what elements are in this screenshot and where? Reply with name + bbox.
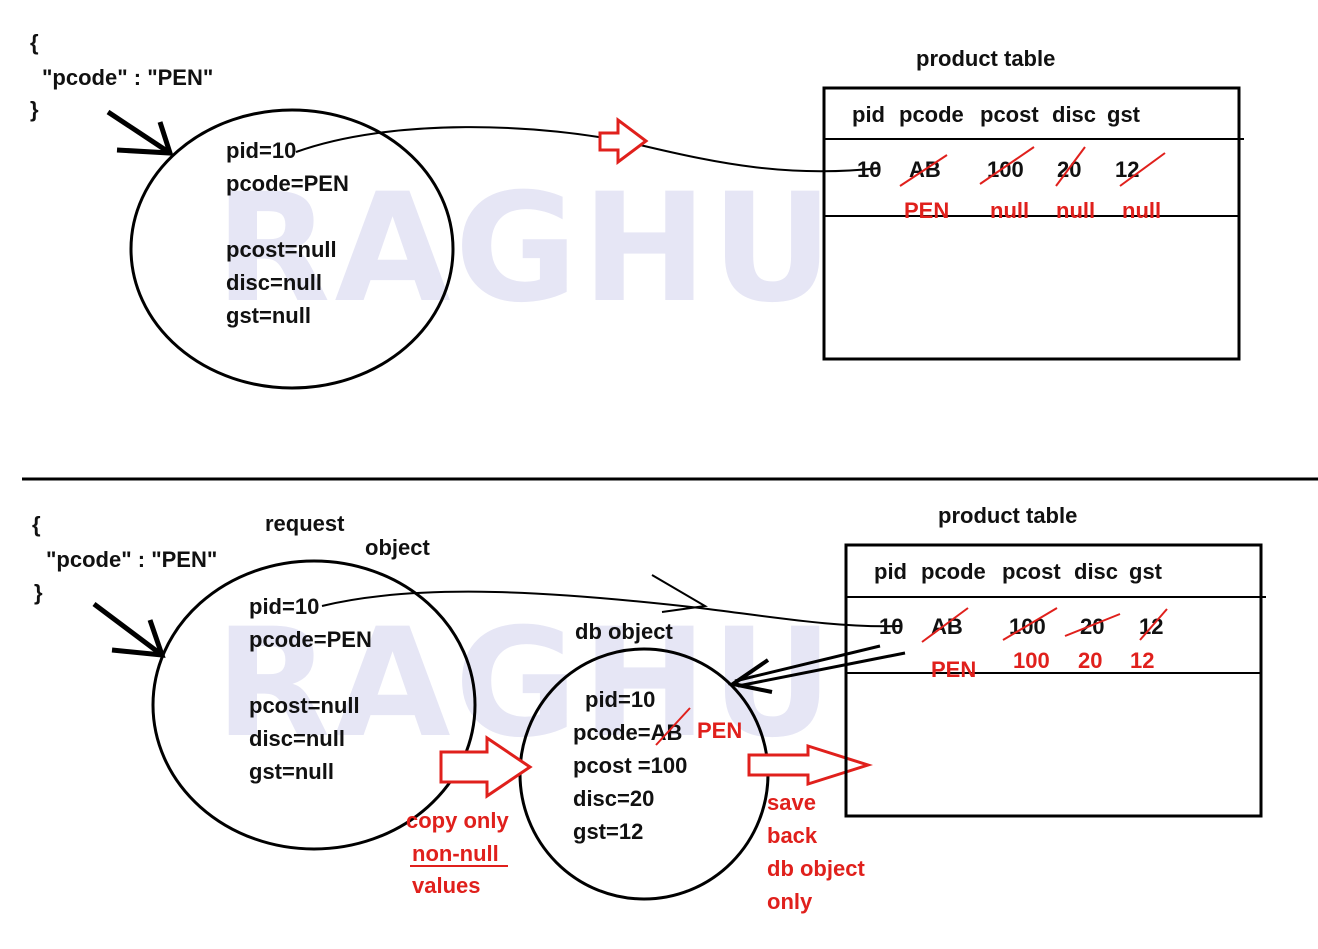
- bottom-table-frame: [844, 543, 1263, 818]
- top-field-pcost: pcost=null: [226, 237, 337, 262]
- bottom-new-pcode: PEN: [931, 657, 976, 682]
- bottom-old-pcode: AB: [931, 614, 963, 639]
- bottom-strike-marks: [921, 607, 1168, 643]
- copy-note-line1: copy only: [406, 808, 509, 833]
- top-old-pid: 10: [857, 157, 881, 182]
- request-field-gst: gst=null: [249, 759, 334, 784]
- top-new-pcode: PEN: [904, 198, 949, 223]
- top-outline-arrow: [598, 117, 649, 165]
- top-header-pcode: pcode: [899, 102, 964, 127]
- top-table-frame: [822, 86, 1241, 361]
- copy-outline-arrow: [439, 735, 533, 799]
- top-new-pcost: null: [990, 198, 1029, 223]
- bottom-header-pcost: pcost: [1002, 559, 1061, 584]
- top-new-disc: null: [1056, 198, 1095, 223]
- save-note-line2: back: [767, 823, 818, 848]
- bottom-json-line: "pcode" : "PEN": [46, 547, 217, 572]
- top-new-gst: null: [1122, 198, 1161, 223]
- top-field-pcode: pcode=PEN: [226, 171, 349, 196]
- save-note-line1: save: [767, 790, 816, 815]
- save-outline-arrow: [747, 743, 873, 787]
- copy-note-line3: values: [412, 873, 481, 898]
- bottom-header-disc: disc: [1074, 559, 1118, 584]
- top-field-gst: gst=null: [226, 303, 311, 328]
- copy-note: copy only non-null values: [406, 808, 509, 898]
- db-object-label: db object: [575, 619, 673, 644]
- request-label-line1: request: [265, 511, 345, 536]
- top-json-open-brace: {: [30, 30, 39, 55]
- copy-note-line2: non-null: [412, 841, 499, 866]
- bottom-header-pid: pid: [874, 559, 907, 584]
- db-field-disc: disc=20: [573, 786, 654, 811]
- top-field-disc: disc=null: [226, 270, 322, 295]
- top-header-gst: gst: [1107, 102, 1141, 127]
- request-object-fields: pid=10 pcode=PEN pcost=null disc=null gs…: [249, 594, 372, 784]
- db-field-gst: gst=12: [573, 819, 643, 844]
- bottom-json-close-brace: }: [34, 580, 43, 605]
- top-header-pid: pid: [852, 102, 885, 127]
- bottom-new-pcost: 100: [1013, 648, 1050, 673]
- bottom-table-new-row: PEN 100 20 12: [931, 648, 1154, 682]
- db-object-fields: pid=10 pcode=AB PEN pcost =100 disc=20 g…: [573, 687, 742, 844]
- request-object-circle: [151, 559, 477, 851]
- top-field-pid: pid=10: [226, 138, 296, 163]
- top-json-line: "pcode" : "PEN": [42, 65, 213, 90]
- top-object-fields: pid=10 pcode=PEN pcost=null disc=null gs…: [226, 138, 349, 328]
- watermark-top: RAGHU: [215, 162, 837, 336]
- db-field-pcode-new: PEN: [697, 718, 742, 743]
- request-label-line2: object: [365, 535, 430, 560]
- top-input-arrow: [106, 109, 174, 156]
- request-field-pcode: pcode=PEN: [249, 627, 372, 652]
- db-field-pcode: pcode=AB: [573, 720, 682, 745]
- bottom-header-pcode: pcode: [921, 559, 986, 584]
- bottom-connector-arrowhead: [651, 574, 708, 613]
- save-note: save back db object only: [767, 790, 865, 914]
- bottom-table-title: product table: [938, 503, 1077, 528]
- bottom-table-old-row: 10 AB 100 20 12: [879, 614, 1163, 639]
- top-old-pcost: 100: [987, 157, 1024, 182]
- bottom-header-gst: gst: [1129, 559, 1163, 584]
- bottom-new-gst: 12: [1130, 648, 1154, 673]
- bottom-new-disc: 20: [1078, 648, 1102, 673]
- top-table-title: product table: [916, 46, 1055, 71]
- top-object-circle: [129, 108, 455, 390]
- db-field-pcost: pcost =100: [573, 753, 687, 778]
- save-note-line3: db object: [767, 856, 865, 881]
- top-header-pcost: pcost: [980, 102, 1039, 127]
- top-old-gst: 12: [1115, 157, 1139, 182]
- bottom-table-headers: pid pcode pcost disc gst: [874, 559, 1163, 584]
- save-note-line4: only: [767, 889, 813, 914]
- bottom-json-open-brace: {: [32, 512, 41, 537]
- db-field-pcode-prefix: pcode=: [573, 720, 651, 745]
- request-field-pcost: pcost=null: [249, 693, 360, 718]
- top-header-disc: disc: [1052, 102, 1096, 127]
- top-table-headers: pid pcode pcost disc gst: [852, 102, 1141, 127]
- request-field-disc: disc=null: [249, 726, 345, 751]
- top-json-close-brace: }: [30, 97, 39, 122]
- db-field-pid: pid=10: [585, 687, 655, 712]
- top-table-old-row: 10 AB 100 20 12: [857, 157, 1139, 182]
- db-pcode-strike: [655, 707, 691, 746]
- bottom-old-disc: 20: [1080, 614, 1104, 639]
- top-table-new-row: PEN null null null: [904, 198, 1161, 223]
- top-strike-marks: [899, 146, 1166, 187]
- bottom-connector-curve: [321, 590, 901, 628]
- bottom-old-pid: 10: [879, 614, 903, 639]
- bottom-input-arrow: [92, 602, 166, 658]
- request-field-pid: pid=10: [249, 594, 319, 619]
- load-db-object-arrow: [727, 644, 906, 694]
